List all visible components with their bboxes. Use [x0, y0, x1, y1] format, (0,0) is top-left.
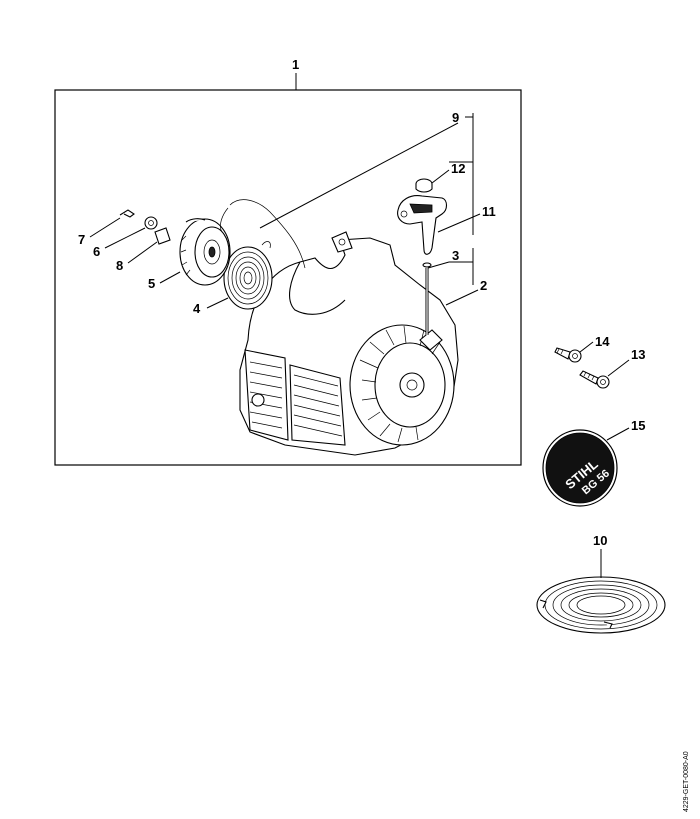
- washer: [144, 216, 158, 230]
- callout-8: 8: [116, 258, 123, 273]
- callout-2: 2: [480, 278, 487, 293]
- pawl: [154, 227, 171, 245]
- callout-14: 14: [595, 334, 610, 349]
- callout-7: 7: [78, 232, 85, 247]
- callout-3: 3: [452, 248, 459, 263]
- document-id: 4229-GET-0080-A0: [683, 751, 690, 812]
- callout-15: 15: [631, 418, 645, 433]
- rewind-spring: [223, 241, 273, 310]
- callout-12: 12: [451, 161, 465, 176]
- callout-6: 6: [93, 244, 100, 259]
- callout-13: 13: [631, 347, 645, 362]
- callout-11: 11: [482, 204, 496, 219]
- assembly-frame: [54, 89, 522, 466]
- spring-clip: [119, 209, 135, 218]
- rewind-spring-10: [536, 576, 666, 634]
- callout-4: 4: [193, 301, 201, 316]
- fan-housing: [239, 231, 459, 456]
- screw-13: [579, 370, 610, 389]
- callout-1: 1: [292, 57, 299, 72]
- callout-10: 10: [593, 533, 607, 548]
- rope-loop: [229, 199, 306, 269]
- starter-handle: [397, 195, 448, 255]
- callout-5: 5: [148, 276, 155, 291]
- callout-9: 9: [452, 110, 459, 125]
- screw-14: [554, 347, 582, 363]
- rope-rotor: [179, 218, 231, 286]
- model-badge: STIHL BG 56: [542, 429, 618, 507]
- grip: [415, 178, 433, 193]
- starter-rope: [422, 262, 432, 335]
